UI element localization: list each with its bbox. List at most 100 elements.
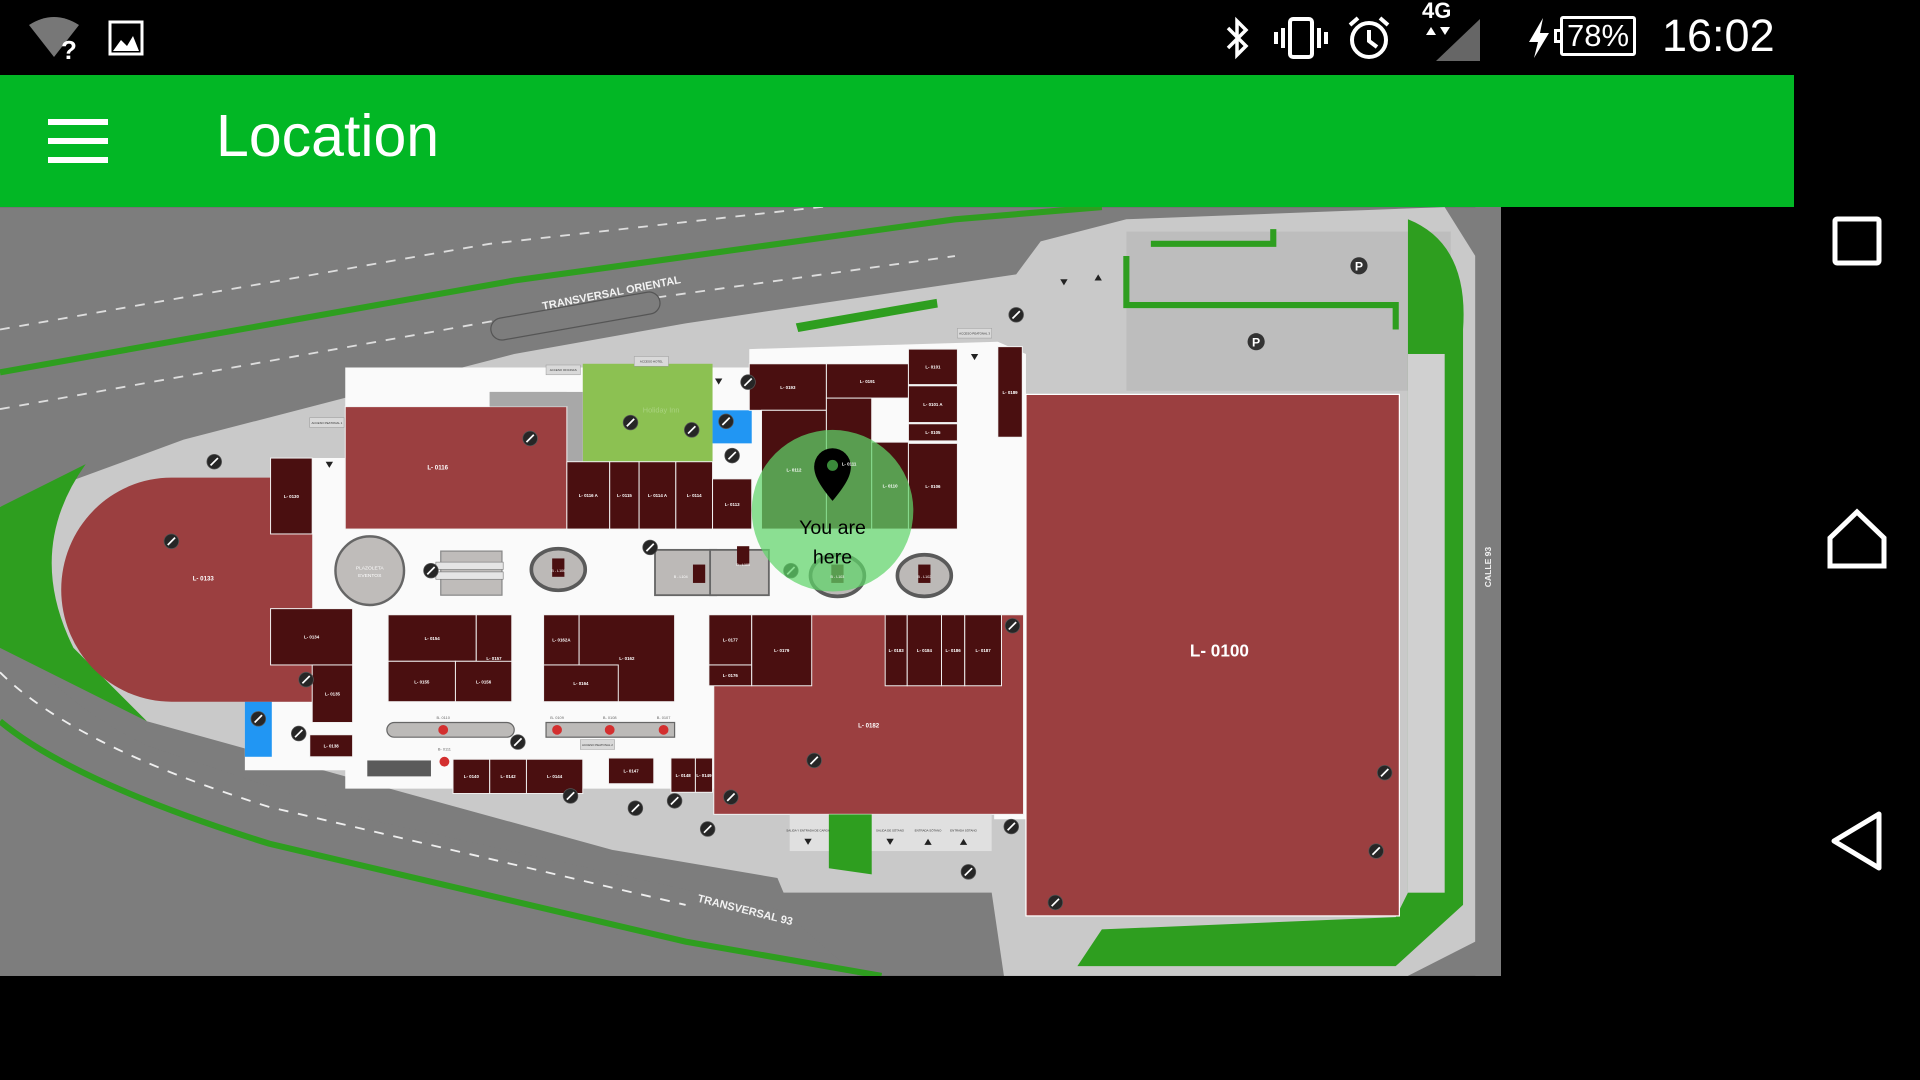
- bench-seat-icon: [604, 724, 615, 735]
- shop-block[interactable]: [964, 614, 1002, 687]
- shop-block[interactable]: [751, 614, 813, 687]
- shop-label: L- 0193: [780, 385, 796, 390]
- hamburger-menu-icon[interactable]: [48, 119, 108, 163]
- road-south: [0, 598, 858, 976]
- access-label: ACCESO PEATONAL 1: [311, 421, 342, 425]
- shop-label: L- 0157: [486, 656, 502, 661]
- shop-block[interactable]: [525, 758, 584, 795]
- bench-label: B- 0109: [550, 715, 564, 720]
- shop-block[interactable]: [309, 734, 354, 758]
- kiosk-label: B - L105: [736, 563, 750, 567]
- bench-seat-icon: [658, 724, 669, 735]
- stairs-icon: [1376, 764, 1393, 781]
- shop-block[interactable]: [452, 758, 491, 795]
- shop-label: L- 0111: [842, 461, 857, 466]
- escalator-icon: [806, 752, 822, 769]
- shop-label: L- 0140: [464, 774, 480, 779]
- lane-marking: [0, 207, 830, 331]
- service-notch: [489, 391, 567, 407]
- shop-label: L- 0186: [946, 648, 962, 653]
- mall-map[interactable]: Holiday Inn L- 0133 L- 0100 PLAZOLETA EV…: [0, 207, 1501, 976]
- shop-block[interactable]: [344, 406, 568, 530]
- battery-indicator: 78%: [1554, 16, 1636, 56]
- kiosk-dark: [367, 760, 431, 777]
- bench-label: B- 0108: [603, 715, 617, 720]
- shop-block[interactable]: [708, 614, 753, 666]
- stairs-icon: [291, 725, 307, 742]
- shop-label: L- 0130: [284, 494, 300, 499]
- shop-block[interactable]: [825, 363, 909, 399]
- shop-block[interactable]: [270, 457, 313, 535]
- access-sign: [580, 739, 615, 750]
- shop-block[interactable]: [748, 363, 827, 411]
- map-icons: [163, 274, 1393, 911]
- shop-label: L- 0156: [476, 679, 492, 684]
- shop-block[interactable]: [270, 608, 354, 666]
- entrance-strip: [789, 814, 992, 852]
- shop-label: L- 0114 A: [648, 493, 668, 498]
- shop-block[interactable]: [907, 385, 958, 424]
- image-notification-icon: [106, 0, 146, 75]
- kiosk-unit[interactable]: [918, 564, 931, 583]
- you-are-here-marker[interactable]: You are here: [751, 429, 914, 592]
- shop-label: L- 0187: [976, 648, 992, 653]
- arrow-down-icon: [1060, 279, 1068, 286]
- shop-block[interactable]: [607, 757, 655, 785]
- green-area: [0, 464, 147, 722]
- hotel-area: [582, 363, 713, 462]
- plaza-label: PLAZOLETA: [356, 565, 385, 571]
- kiosk-unit[interactable]: [692, 564, 706, 583]
- shop-label: L- 0164: [573, 681, 589, 686]
- arrow-down-icon: [325, 461, 334, 468]
- shop-block[interactable]: [712, 478, 753, 530]
- app-bar: [0, 75, 1794, 207]
- shop-block[interactable]: [694, 757, 714, 793]
- shop-label: L- 0184: [917, 648, 933, 653]
- store-l-0133[interactable]: [61, 477, 313, 702]
- shop-label: L- 0148: [676, 773, 692, 778]
- kiosk-unit[interactable]: [552, 558, 565, 577]
- shop-label: L- 0135: [325, 692, 341, 697]
- elevator-icon: [724, 447, 740, 464]
- pin-hole: [827, 459, 839, 471]
- shop-label: L- 0191: [860, 379, 876, 384]
- vibrate-icon: [1272, 0, 1330, 75]
- shop-block[interactable]: [311, 664, 354, 723]
- restaurant-icon: [699, 821, 716, 837]
- shop-block[interactable]: [907, 423, 958, 442]
- shop-block[interactable]: [566, 461, 611, 530]
- stairs-icon: [1003, 818, 1019, 835]
- shop-block[interactable]: [907, 348, 958, 386]
- bench-seat-icon: [438, 724, 449, 735]
- parking-label: P: [1355, 260, 1363, 274]
- kiosk-unit[interactable]: [737, 546, 750, 565]
- shop-block[interactable]: [609, 461, 640, 530]
- arrow-down-icon: [714, 378, 723, 385]
- escalator-step: [435, 561, 504, 570]
- anchor-store-l-0100[interactable]: [1025, 393, 1400, 917]
- restroom-icon: [250, 711, 267, 727]
- escalator-icon: [423, 562, 439, 579]
- shop-block[interactable]: [543, 664, 619, 703]
- shop-block[interactable]: [387, 660, 456, 703]
- elevator-icon: [522, 430, 538, 447]
- recents-icon[interactable]: [1817, 201, 1897, 281]
- stairs-icon: [740, 374, 756, 390]
- shop-block[interactable]: [906, 614, 942, 687]
- shop-block[interactable]: [997, 346, 1023, 438]
- shop-block[interactable]: [670, 757, 696, 793]
- shop-block[interactable]: [543, 614, 580, 666]
- wifi-unknown-icon: ?: [25, 0, 83, 75]
- you-are-here-label: You are: [799, 517, 866, 539]
- access-label: ACCESO OFICINAS: [550, 368, 577, 372]
- plaza-eventos[interactable]: [334, 535, 406, 607]
- shop-label: L- 0189: [1002, 390, 1018, 395]
- clock: 16:02: [1662, 10, 1775, 61]
- shop-block[interactable]: [675, 461, 714, 530]
- home-icon[interactable]: [1817, 499, 1897, 579]
- shop-block[interactable]: [454, 660, 513, 703]
- shop-block[interactable]: [907, 442, 958, 530]
- kiosks-layer: [529, 546, 954, 599]
- shop-label: L- 0101: [925, 365, 941, 370]
- back-icon[interactable]: [1817, 801, 1897, 881]
